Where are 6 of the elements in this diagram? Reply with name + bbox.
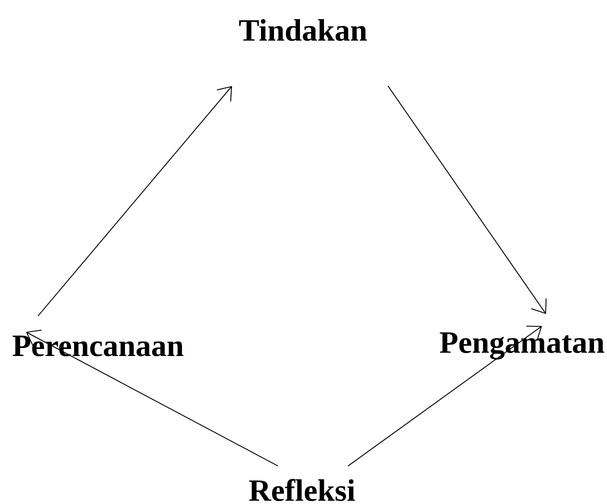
stage-label: Tindakan [239, 19, 367, 41]
arrow [26, 330, 278, 466]
stage-label: Refleksi [249, 478, 355, 502]
arrow [348, 326, 542, 466]
arrow [38, 86, 232, 316]
arrow [388, 86, 547, 314]
